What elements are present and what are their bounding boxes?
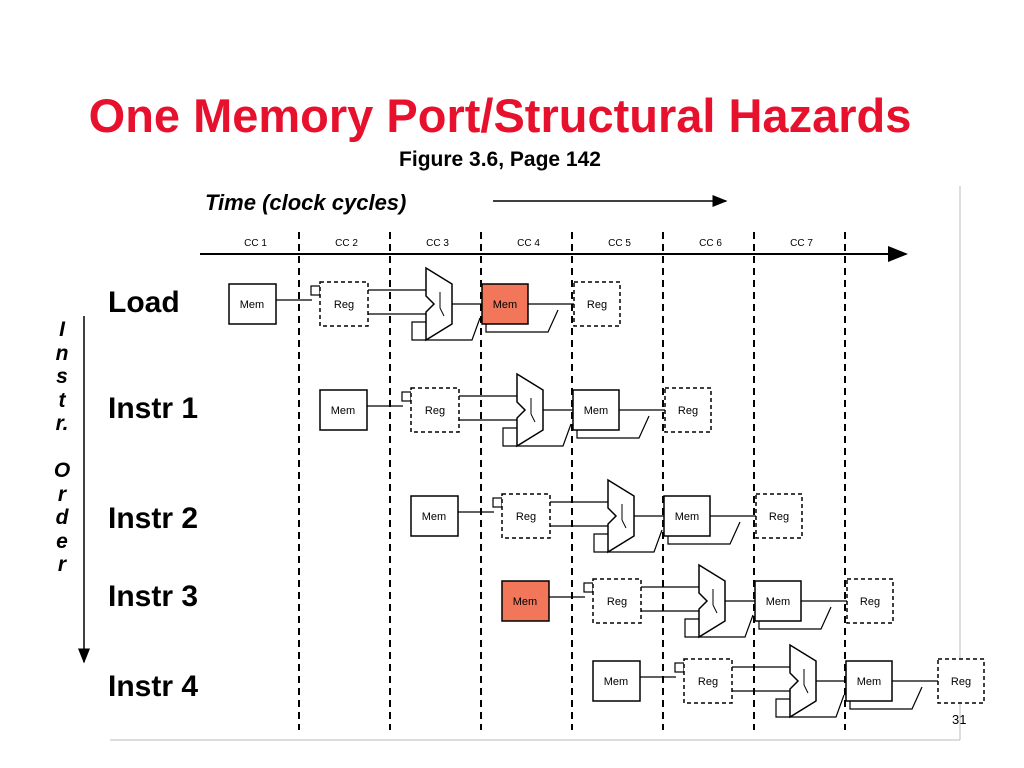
register-file-write-label: Reg [769,511,789,523]
data-memory-label: Mem [493,299,517,311]
instruction-memory-block [501,580,550,622]
pipeline-row: Mem Reg Mem Reg [592,643,985,719]
wire [684,614,754,638]
data-memory-label: Mem [584,405,608,417]
alu-glyph [712,604,718,614]
order-letter: I [59,318,65,341]
alu-glyph [803,684,809,694]
alu-block [425,266,453,342]
row-label-load: Load [108,286,180,319]
row-label-instr-2: Instr 2 [108,502,199,535]
register-file-read-label: Reg [425,405,445,417]
pipeline-row: Mem Reg Mem Reg [228,266,621,342]
instruction-memory-label: Mem [513,596,537,608]
pipeline-row: Mem Reg Mem Reg [410,478,803,554]
instruction-memory-label: Mem [331,405,355,417]
row-label-instr-4: Instr 4 [108,670,199,703]
alu-glyph [621,519,627,529]
register-file-read-block [410,387,460,433]
pipeline-latch [492,497,503,508]
register-file-write-block [573,281,621,327]
alu-block [516,372,544,448]
pipeline-latch [674,662,685,673]
register-file-write-label: Reg [860,596,880,608]
wire [775,694,845,718]
cycle-label: CC 6 [699,238,722,249]
register-file-read-block [319,281,369,327]
data-memory-block [481,283,529,325]
register-file-read-label: Reg [698,676,718,688]
data-memory-block [663,495,711,537]
register-file-read-block [592,578,642,624]
order-letter: O [53,459,71,482]
slide-title: One Memory Port/Structural Hazards [88,89,912,142]
instruction-memory-label: Mem [422,511,446,523]
alu-block [789,643,817,719]
order-letter: e [56,529,68,553]
register-file-read-label: Reg [334,299,354,311]
cycle-label: CC 7 [790,238,813,249]
alu-block [698,563,726,639]
register-file-write-block [846,578,894,624]
wire [502,423,572,447]
data-memory-label: Mem [857,676,881,688]
register-file-write-label: Reg [587,299,607,311]
instruction-memory-label: Mem [604,676,628,688]
register-file-read-label: Reg [516,511,536,523]
pipeline-row: Mem Reg Mem Reg [319,372,712,448]
cycle-label: CC 5 [608,238,631,249]
figure-reference: Figure 3.6, Page 142 [399,148,601,171]
register-file-read-label: Reg [607,596,627,608]
row-label-instr-3: Instr 3 [108,580,199,613]
page-number: 31 [952,712,967,727]
instruction-memory-label: Mem [240,299,264,311]
instruction-memory-block [410,495,459,537]
pipeline-latch [401,391,412,402]
wire [758,606,832,630]
pipeline-latch [583,582,594,593]
order-letter: s [56,365,68,388]
alu-glyph [530,413,536,423]
row-label-instr-1: Instr 1 [108,392,199,425]
register-file-write-block [664,387,712,433]
order-letter: r [57,482,67,506]
cycle-label: CC 4 [517,238,540,249]
register-file-read-block [683,658,733,704]
data-memory-label: Mem [766,596,790,608]
register-file-write-label: Reg [951,676,971,688]
register-file-write-label: Reg [678,405,698,417]
register-file-read-block [501,493,551,539]
data-memory-label: Mem [675,511,699,523]
wire [485,309,559,333]
data-memory-block [845,660,893,702]
wire [849,686,923,710]
order-letter: r. [55,412,69,435]
time-axis-label: Time (clock cycles) [205,190,407,215]
alu-glyph [439,307,445,317]
alu-block [607,478,635,554]
instruction-memory-block [228,283,277,325]
register-file-write-block [937,658,985,704]
wire [667,521,741,545]
cycle-label: CC 1 [244,238,267,249]
pipeline-row: Mem Reg Mem Reg [501,563,894,639]
data-memory-block [572,389,620,431]
wire [411,317,481,341]
cycle-label: CC 3 [426,238,449,249]
order-letter: n [55,341,69,365]
wire [576,415,650,439]
register-file-write-block [755,493,803,539]
cycle-label: CC 2 [335,238,358,249]
instruction-memory-block [319,389,368,431]
order-letter: r [57,553,67,576]
wire [593,529,663,553]
order-letter: t [58,388,66,412]
order-letter: d [55,506,69,529]
pipeline-latch [310,285,321,296]
instruction-memory-block [592,660,641,702]
